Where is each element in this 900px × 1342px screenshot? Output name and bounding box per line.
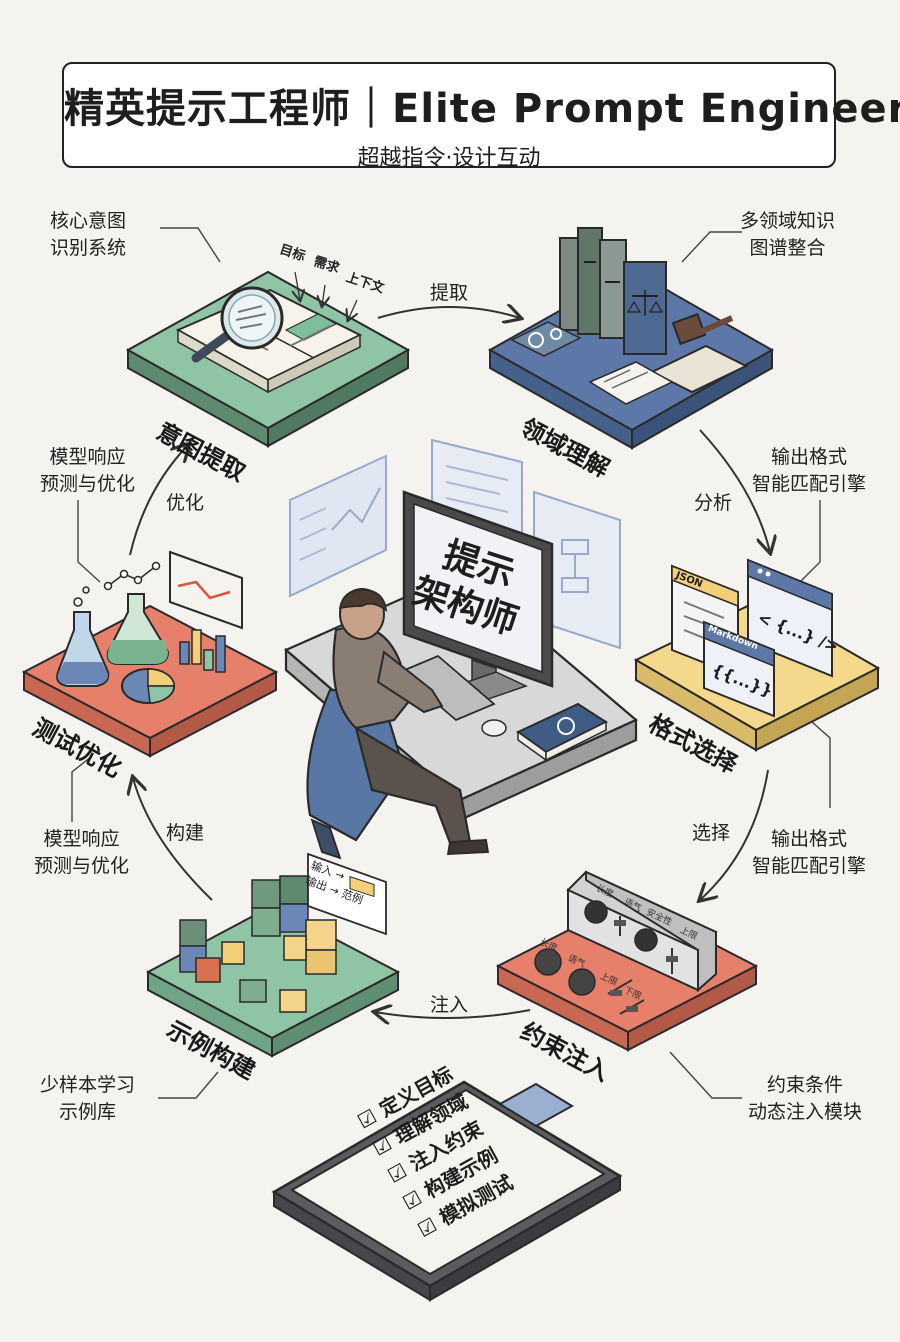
arrow-build [133, 778, 213, 901]
magnifier-icon [191, 286, 284, 363]
beaker-icon [106, 593, 170, 665]
callout-test-bottom: 模型响应 预测与优化 [34, 828, 130, 877]
callout-example: 少样本学习 示例库 [40, 1074, 136, 1123]
clipboard-checklist [271, 1080, 623, 1302]
bar-chart-icon [179, 629, 226, 673]
arrow-label-select: 选择 [692, 822, 731, 844]
books-icon [559, 227, 667, 355]
arrow-label-inject: 注入 [430, 994, 469, 1016]
arrow-label-optimize: 优化 [166, 492, 205, 514]
knob-icon [584, 900, 608, 924]
paper-card [588, 361, 674, 405]
blocks-icon [179, 919, 245, 983]
arrow-optimize [129, 445, 188, 556]
leader-example [158, 1071, 219, 1099]
callout-test-top: 模型响应 预测与优化 [40, 446, 136, 495]
puzzle-icon [239, 875, 337, 1013]
platform-intent [125, 270, 411, 448]
pie-chart-icon [121, 668, 175, 704]
monitor [402, 490, 554, 705]
page-title: 精英提示工程师｜Elite Prompt Engineer [64, 86, 900, 132]
gavel-icon [649, 312, 749, 394]
trend-board-icon [169, 550, 243, 630]
clip-icon [498, 1082, 574, 1128]
platform-format [633, 558, 881, 752]
person-figure [306, 588, 490, 860]
arrow-analyze [699, 429, 770, 552]
io-note-card [307, 852, 387, 936]
callout-intent: 核心意图 识别系统 [50, 210, 127, 259]
platform-constraint [495, 870, 759, 1052]
mixer-console-icon [566, 870, 718, 993]
leader-intent [160, 227, 221, 263]
arrow-label-build: 构建 [166, 822, 205, 844]
desk-workstation [283, 490, 639, 860]
callout-constraint-bottom: 约束条件 动态注入模块 [748, 1074, 863, 1123]
flask-icon [56, 586, 110, 687]
leader-constraint-top [811, 721, 831, 808]
markdown-card-icon [703, 620, 775, 718]
scatter-line-icon [107, 565, 157, 587]
leader-test-top [77, 500, 101, 583]
callout-domain: 多领域知识 图谱整合 [740, 210, 836, 259]
arrow-label-extract: 提取 [430, 282, 469, 304]
platform-test [21, 550, 279, 758]
platform-example [145, 852, 401, 1058]
knob-icon [634, 928, 658, 952]
leader-domain [681, 231, 742, 263]
arrow-label-analyze: 分析 [694, 492, 733, 514]
arrow-extract [377, 307, 520, 318]
gears-icon [510, 321, 582, 357]
knob-icon [568, 968, 596, 996]
arrow-inject [375, 1010, 531, 1018]
arrow-select [700, 769, 769, 900]
platform-domain [487, 227, 775, 450]
leader-constraint-bottom [669, 1051, 742, 1099]
leader-test-bottom [71, 755, 93, 822]
title-banner: 精英提示工程师｜Elite Prompt Engineer 超越指令·设计互动 [62, 62, 900, 171]
gear-book-icon [516, 702, 609, 762]
callout-constraint-top: 输出格式 智能匹配引擎 [752, 828, 867, 877]
knob-icon [534, 948, 562, 976]
mouse [481, 719, 507, 737]
page-subtitle: 超越指令·设计互动 [357, 146, 541, 171]
leader-format [799, 500, 821, 583]
callout-format: 输出格式 智能匹配引擎 [752, 446, 867, 495]
